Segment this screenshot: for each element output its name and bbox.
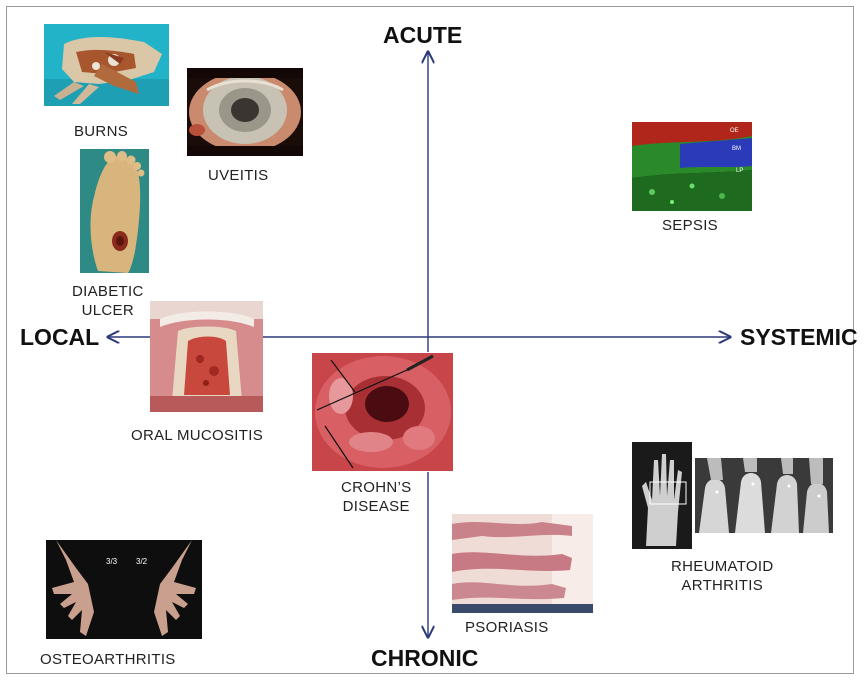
hand-xray-detail <box>695 458 833 533</box>
label-rheumatoid-line1: RHEUMATOID <box>671 557 773 576</box>
label-crohns-line2: DISEASE <box>341 497 411 516</box>
skin-plaques-photo <box>452 514 593 613</box>
axis-label-local: LOCAL <box>20 324 99 351</box>
label-burns: BURNS <box>74 122 128 141</box>
micrograph-label-lp: LP <box>736 168 743 174</box>
inflamed-eye-photo <box>187 68 303 156</box>
label-diabetic-ulcer: DIABETIC ULCER <box>72 282 144 320</box>
label-rheumatoid-arthritis: RHEUMATOID ARTHRITIS <box>671 557 773 595</box>
endoscopy-bowel-photo <box>311 352 454 472</box>
label-psoriasis: PSORIASIS <box>465 618 549 637</box>
mouth-palate-lesion-photo <box>150 301 263 412</box>
arthritic-hands-photo: 3/3 3/2 <box>46 540 202 639</box>
hand-xray-small <box>632 442 692 549</box>
label-oral-mucositis: ORAL MUCOSITIS <box>131 426 263 445</box>
label-crohns-line1: CROHN’S <box>341 478 411 497</box>
label-diabetic-ulcer-line1: DIABETIC <box>72 282 144 301</box>
foot-ulcer-photo <box>80 149 149 273</box>
oa-label-right: 3/2 <box>136 557 148 566</box>
fluorescence-micrograph: OE BM LP <box>632 122 752 211</box>
label-osteoarthritis: OSTEOARTHRITIS <box>40 650 176 669</box>
micrograph-label-oe: OE <box>730 128 739 134</box>
burned-hand-photo <box>44 24 169 106</box>
oa-label-left: 3/3 <box>106 557 118 566</box>
axis-label-acute: ACUTE <box>383 22 462 49</box>
label-uveitis: UVEITIS <box>208 166 268 185</box>
label-diabetic-ulcer-line2: ULCER <box>72 301 144 320</box>
micrograph-label-bm: BM <box>732 146 741 152</box>
label-rheumatoid-line2: ARTHRITIS <box>671 576 773 595</box>
axis-label-systemic: SYSTEMIC <box>740 324 858 351</box>
label-crohns-disease: CROHN’S DISEASE <box>341 478 411 516</box>
axis-label-chronic: CHRONIC <box>371 645 478 672</box>
label-sepsis: SEPSIS <box>662 216 718 235</box>
